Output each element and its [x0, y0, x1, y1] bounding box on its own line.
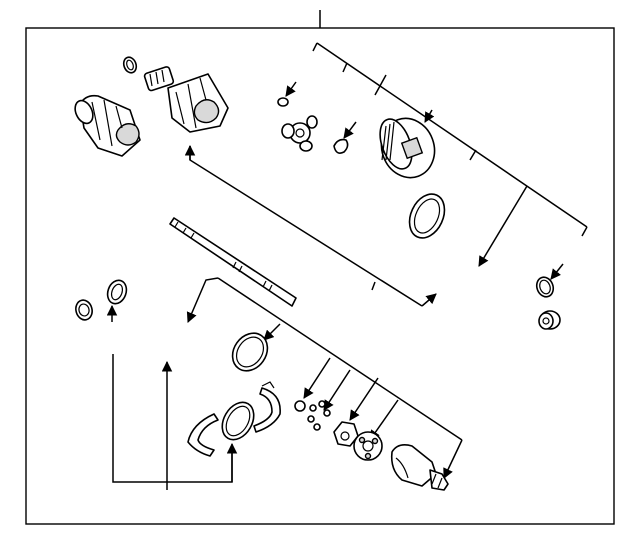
boot-half-right	[253, 381, 281, 433]
left-clamp-ring	[106, 279, 128, 322]
shaft-leads	[186, 277, 463, 479]
upper-bracket	[312, 42, 588, 267]
boot-half-left	[187, 413, 219, 457]
clamp-right-upper	[535, 263, 564, 298]
inner-boot-housing	[74, 94, 141, 157]
boot-clamp-lower	[221, 401, 255, 441]
boot-clamp-ring	[408, 193, 446, 239]
inner-cv-housing	[143, 66, 229, 133]
boot-clamp-middle	[231, 332, 269, 372]
tone-ring-large	[379, 117, 436, 179]
outer-cv-joint	[390, 444, 449, 491]
bearing-balls	[294, 400, 331, 431]
diagram-frame	[25, 27, 615, 525]
clamp-right-lower	[538, 310, 561, 330]
middle-bracket	[184, 144, 437, 307]
axle-shaft	[169, 217, 297, 307]
snap-ring-upper	[333, 121, 357, 154]
left-clamp-small	[75, 299, 93, 321]
inner-race	[353, 431, 383, 461]
retaining-clip-upper	[277, 81, 297, 107]
tripod-spider	[281, 115, 318, 152]
left-bracket	[112, 354, 238, 490]
small-ring-top	[122, 56, 138, 74]
